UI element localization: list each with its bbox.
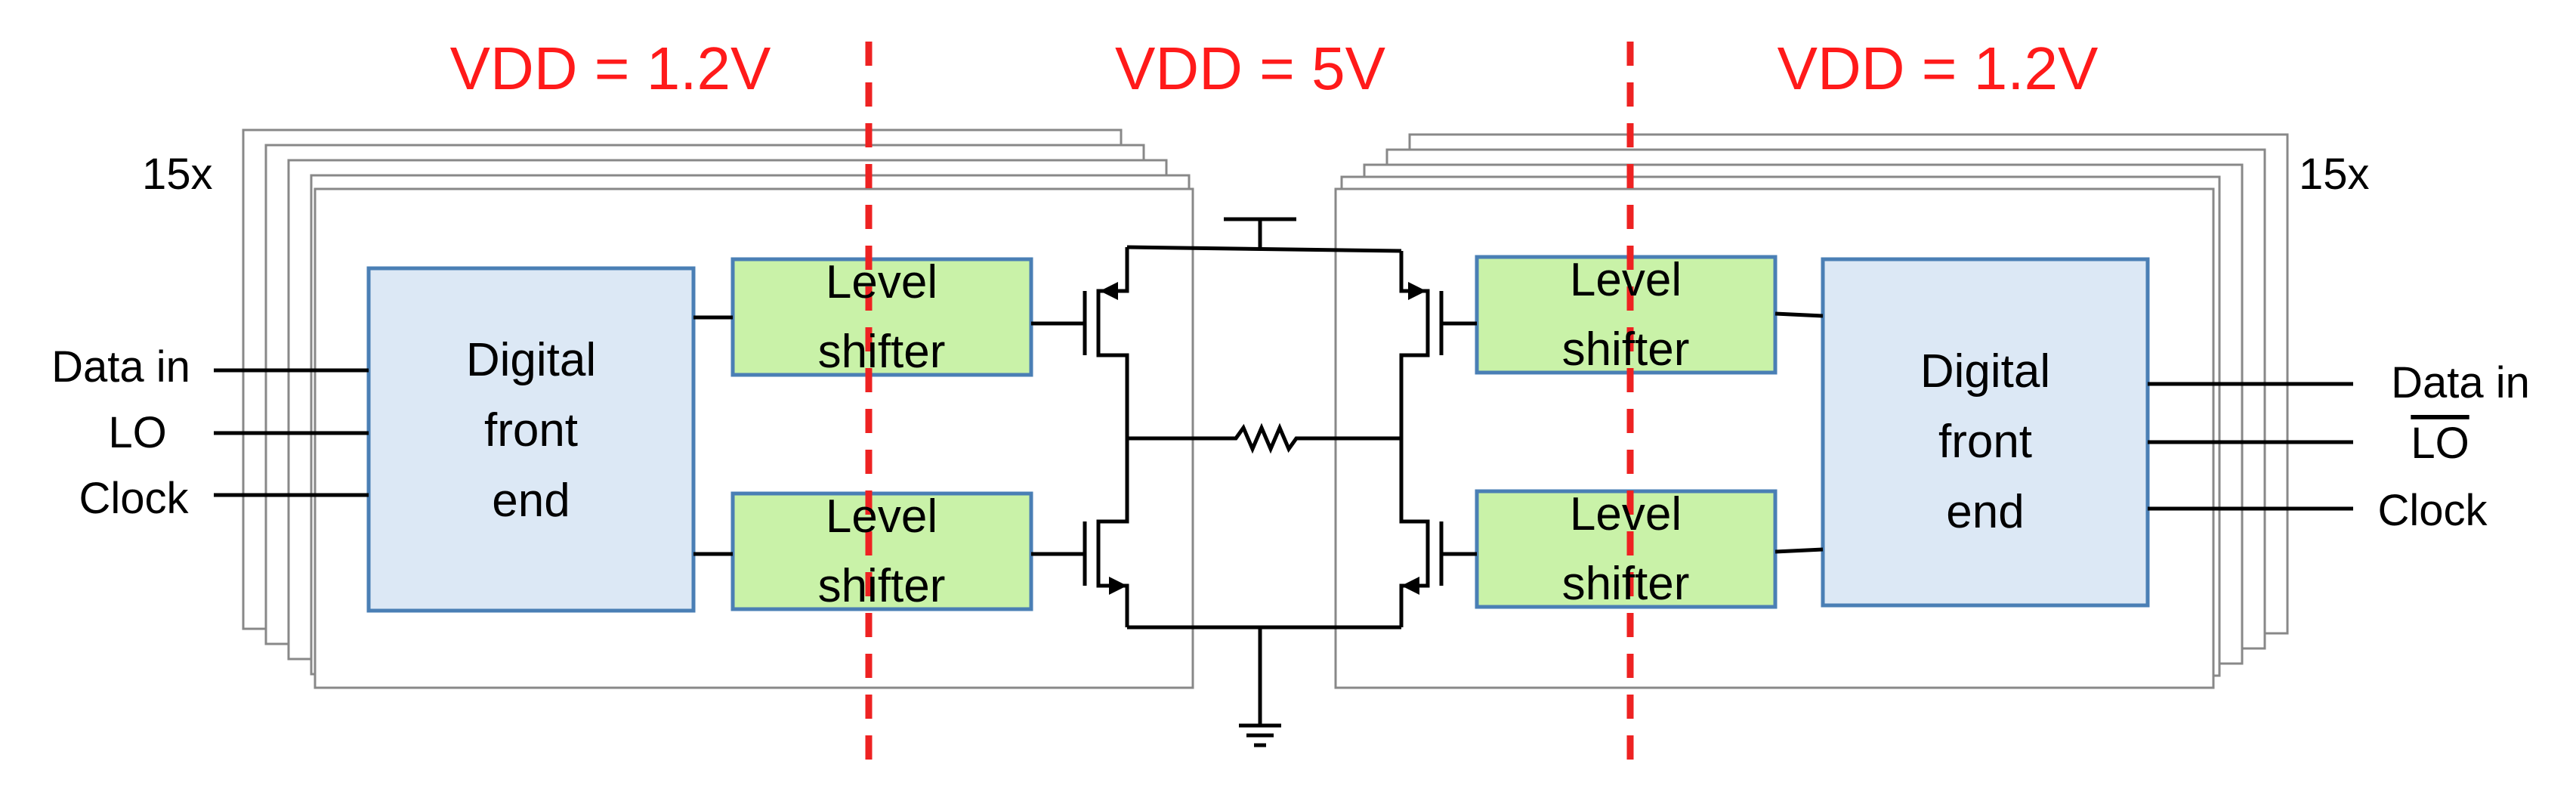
left-input-data: Data in	[51, 342, 190, 391]
right-shifter-bottom-line1: Level	[1570, 488, 1682, 540]
vdd-rail	[1126, 245, 1402, 253]
right-fe-to-shifter-top	[1774, 311, 1824, 318]
left-frontend-line3: end	[492, 475, 570, 527]
left-multiplicity: 15x	[142, 150, 213, 199]
left-top-transistor	[1096, 247, 1129, 438]
left-labels: 15x Data in LO Clock Digital front end L…	[51, 150, 945, 612]
right-frontend-line1: Digital	[1920, 345, 2050, 398]
left-shifter-bottom-line2: shifter	[818, 560, 946, 612]
right-shifter-bottom-block	[1475, 489, 1778, 609]
right-top-transistor	[1399, 251, 1430, 438]
domain-label-middle: VDD = 5V	[1115, 35, 1386, 102]
right-shifter-top-line2: shifter	[1562, 323, 1690, 376]
right-frontend-block	[1821, 257, 2150, 608]
right-input-clock: Clock	[2377, 486, 2488, 535]
left-shifter-top-line2: shifter	[818, 326, 946, 378]
transistor-arrows	[1100, 282, 1426, 595]
domain-label-right: VDD = 1.2V	[1778, 35, 2099, 102]
domain-label-left: VDD = 1.2V	[450, 35, 771, 102]
left-bottom-transistor	[1096, 438, 1129, 627]
right-multiplicity: 15x	[2299, 150, 2370, 199]
left-frontend-line2: front	[484, 404, 578, 456]
right-input-data: Data in	[2391, 358, 2530, 407]
right-input-lo-bar: LO	[2411, 419, 2469, 468]
left-frontend-block	[366, 266, 696, 613]
left-shifter-bottom-block	[730, 491, 1033, 611]
right-shifter-top-line1: Level	[1570, 254, 1682, 306]
left-frontend-line1: Digital	[466, 334, 596, 386]
left-top-arrow	[1100, 282, 1118, 300]
right-frontend-line2: front	[1938, 416, 2032, 468]
right-bottom-arrow	[1401, 577, 1419, 595]
right-shifter-bottom-line2: shifter	[1562, 558, 1690, 610]
left-input-lo: LO	[108, 408, 166, 457]
left-shifter-top-block	[730, 257, 1033, 377]
right-top-arrow	[1408, 282, 1426, 300]
right-frontend-line3: end	[1946, 486, 2024, 538]
left-shifter-bottom-line1: Level	[826, 490, 937, 543]
resistor	[1127, 422, 1401, 454]
right-labels: 15x Data in LO Clock Digital front end L…	[1562, 150, 2530, 610]
left-input-clock: Clock	[79, 474, 189, 523]
wires	[214, 217, 2353, 747]
left-bottom-arrow	[1109, 577, 1127, 595]
right-bottom-transistor	[1399, 438, 1430, 627]
left-shifter-top-line1: Level	[826, 256, 937, 308]
domain-labels: VDD = 1.2V VDD = 5V VDD = 1.2V	[450, 35, 2099, 102]
right-fe-to-shifter-bottom	[1774, 547, 1824, 554]
